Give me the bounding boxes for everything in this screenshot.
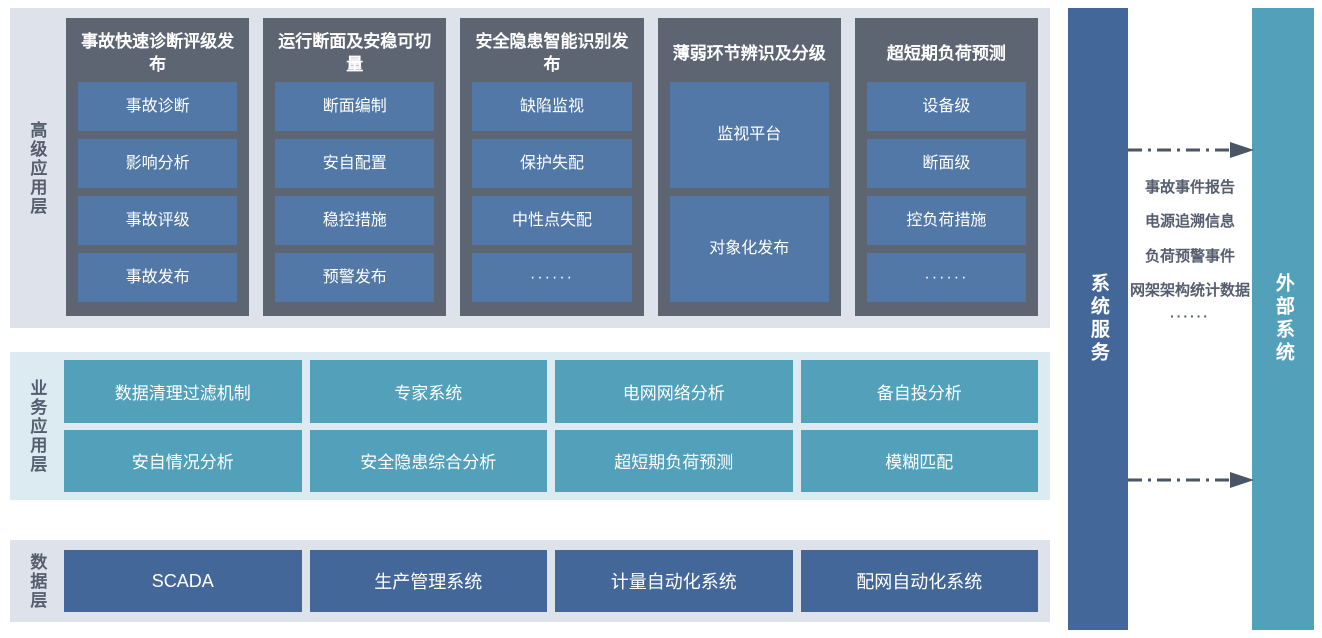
data-item-scada[interactable]: SCADA — [64, 550, 302, 612]
adv-item[interactable]: 安自配置 — [275, 139, 435, 188]
business-item[interactable]: 专家系统 — [309, 360, 547, 423]
arrow-right-top-icon — [1128, 142, 1254, 158]
adv-item[interactable]: 控负荷措施 — [866, 196, 1027, 245]
adv-column-weak-link[interactable]: 薄弱环节辨识及分级 监视平台 对象化发布 — [657, 18, 841, 316]
business-item[interactable]: 模糊匹配 — [800, 429, 1038, 492]
flow-label: 网架架构统计数据 — [1129, 281, 1250, 299]
adv-column-items: 断面编制 安自配置 稳控措施 预警发布 — [275, 82, 435, 302]
layer-advanced-body: 事故快速诊断评级发布 事故诊断 影响分析 事故评级 事故发布 运行断面及安稳可切… — [62, 8, 1050, 328]
layer-label-data-text: 数据层 — [27, 552, 47, 610]
business-item[interactable]: 备自投分析 — [800, 360, 1038, 423]
adv-item[interactable]: 事故诊断 — [78, 82, 238, 131]
layer-business-application: 业务应用层 数据清理过滤机制 专家系统 电网网络分析 备自投分析 安自情况分析 … — [10, 352, 1050, 500]
layer-data: 数据层 SCADA 生产管理系统 计量自动化系统 配网自动化系统 — [10, 540, 1050, 622]
adv-item[interactable]: 对象化发布 — [669, 196, 829, 302]
business-item[interactable]: 数据清理过滤机制 — [64, 360, 302, 423]
adv-item[interactable]: 设备级 — [866, 82, 1027, 131]
adv-column-title: 运行断面及安稳可切量 — [278, 32, 432, 74]
integration-zone: 系统服务 外部系统 事故事件报告 电源追溯信息 负荷预警事件 网架架构统计数据 … — [1060, 0, 1322, 638]
data-row: SCADA 生产管理系统 计量自动化系统 配网自动化系统 — [64, 550, 1038, 612]
adv-column-title: 超短期负荷预测 — [886, 43, 1006, 63]
layer-label-business: 业务应用层 — [10, 352, 62, 500]
adv-item[interactable]: 断面级 — [866, 139, 1027, 188]
business-item[interactable]: 电网网络分析 — [555, 360, 793, 423]
adv-item[interactable]: 事故发布 — [78, 253, 238, 302]
flow-label: 电源追溯信息 — [1144, 213, 1235, 231]
layer-business-body: 数据清理过滤机制 专家系统 电网网络分析 备自投分析 安自情况分析 安全隐患综合… — [62, 352, 1050, 500]
adv-item[interactable]: 事故评级 — [78, 196, 238, 245]
adv-item[interactable]: 影响分析 — [78, 139, 238, 188]
adv-column-safety-hazard[interactable]: 安全隐患智能识别发布 缺陷监视 保护失配 中性点失配 ······ — [460, 18, 644, 316]
business-item[interactable]: 超短期负荷预测 — [555, 429, 793, 492]
flow-label: 事故事件报告 — [1144, 179, 1235, 196]
business-row: 安自情况分析 安全隐患综合分析 超短期负荷预测 模糊匹配 — [64, 429, 1038, 492]
adv-column-accident-diagnosis[interactable]: 事故快速诊断评级发布 事故诊断 影响分析 事故评级 事故发布 — [66, 18, 250, 316]
layer-label-business-text: 业务应用层 — [27, 378, 47, 474]
adv-item[interactable]: 断面编制 — [275, 82, 435, 131]
adv-column-items: 设备级 断面级 控负荷措施 ······ — [866, 82, 1027, 302]
adv-column-items: 事故诊断 影响分析 事故评级 事故发布 — [78, 82, 238, 302]
adv-item[interactable]: 预警发布 — [275, 253, 435, 302]
flow-label-ellipsis: ······ — [1170, 308, 1210, 324]
flow-label-list: 事故事件报告 电源追溯信息 负荷预警事件 网架架构统计数据 ······ — [1128, 178, 1252, 326]
adv-column-title: 事故快速诊断评级发布 — [81, 32, 235, 74]
adv-column-items: 监视平台 对象化发布 — [669, 82, 829, 302]
system-services-label: 系统服务 — [1087, 273, 1109, 365]
data-item-metering-automation[interactable]: 计量自动化系统 — [555, 550, 793, 612]
business-item[interactable]: 安自情况分析 — [64, 429, 302, 492]
layer-label-advanced: 高级应用层 — [10, 8, 62, 328]
business-item[interactable]: 安全隐患综合分析 — [309, 429, 547, 492]
data-item-distribution-automation[interactable]: 配网自动化系统 — [800, 550, 1038, 612]
adv-item[interactable]: 保护失配 — [472, 139, 632, 188]
system-services-bar[interactable]: 系统服务 — [1068, 8, 1128, 630]
data-item-production-management[interactable]: 生产管理系统 — [309, 550, 547, 612]
adv-item[interactable]: 缺陷监视 — [472, 82, 632, 131]
external-systems-label: 外部系统 — [1272, 273, 1294, 365]
layer-label-data: 数据层 — [10, 540, 62, 622]
adv-item[interactable]: 中性点失配 — [472, 196, 632, 245]
adv-column-operation-section[interactable]: 运行断面及安稳可切量 断面编制 安自配置 稳控措施 预警发布 — [263, 18, 447, 316]
adv-item-ellipsis[interactable]: ······ — [866, 253, 1027, 302]
adv-item[interactable]: 稳控措施 — [275, 196, 435, 245]
adv-item-ellipsis[interactable]: ······ — [472, 253, 632, 302]
adv-column-title: 安全隐患智能识别发布 — [475, 32, 629, 74]
layer-label-advanced-text: 高级应用层 — [27, 120, 47, 216]
layer-data-body: SCADA 生产管理系统 计量自动化系统 配网自动化系统 — [62, 540, 1050, 622]
flow-label: 负荷预警事件 — [1144, 247, 1235, 265]
adv-column-load-forecast[interactable]: 超短期负荷预测 设备级 断面级 控负荷措施 ······ — [854, 18, 1039, 316]
external-systems-bar[interactable]: 外部系统 — [1252, 8, 1314, 630]
layer-advanced-application: 高级应用层 事故快速诊断评级发布 事故诊断 影响分析 事故评级 事故发布 运行断… — [10, 8, 1050, 328]
arrow-right-bottom-icon — [1128, 472, 1254, 488]
architecture-diagram: 高级应用层 事故快速诊断评级发布 事故诊断 影响分析 事故评级 事故发布 运行断… — [10, 8, 1050, 622]
business-row: 数据清理过滤机制 专家系统 电网网络分析 备自投分析 — [64, 360, 1038, 423]
adv-column-items: 缺陷监视 保护失配 中性点失配 ······ — [472, 82, 632, 302]
adv-item[interactable]: 监视平台 — [669, 82, 829, 188]
adv-column-title: 薄弱环节辨识及分级 — [672, 43, 826, 63]
